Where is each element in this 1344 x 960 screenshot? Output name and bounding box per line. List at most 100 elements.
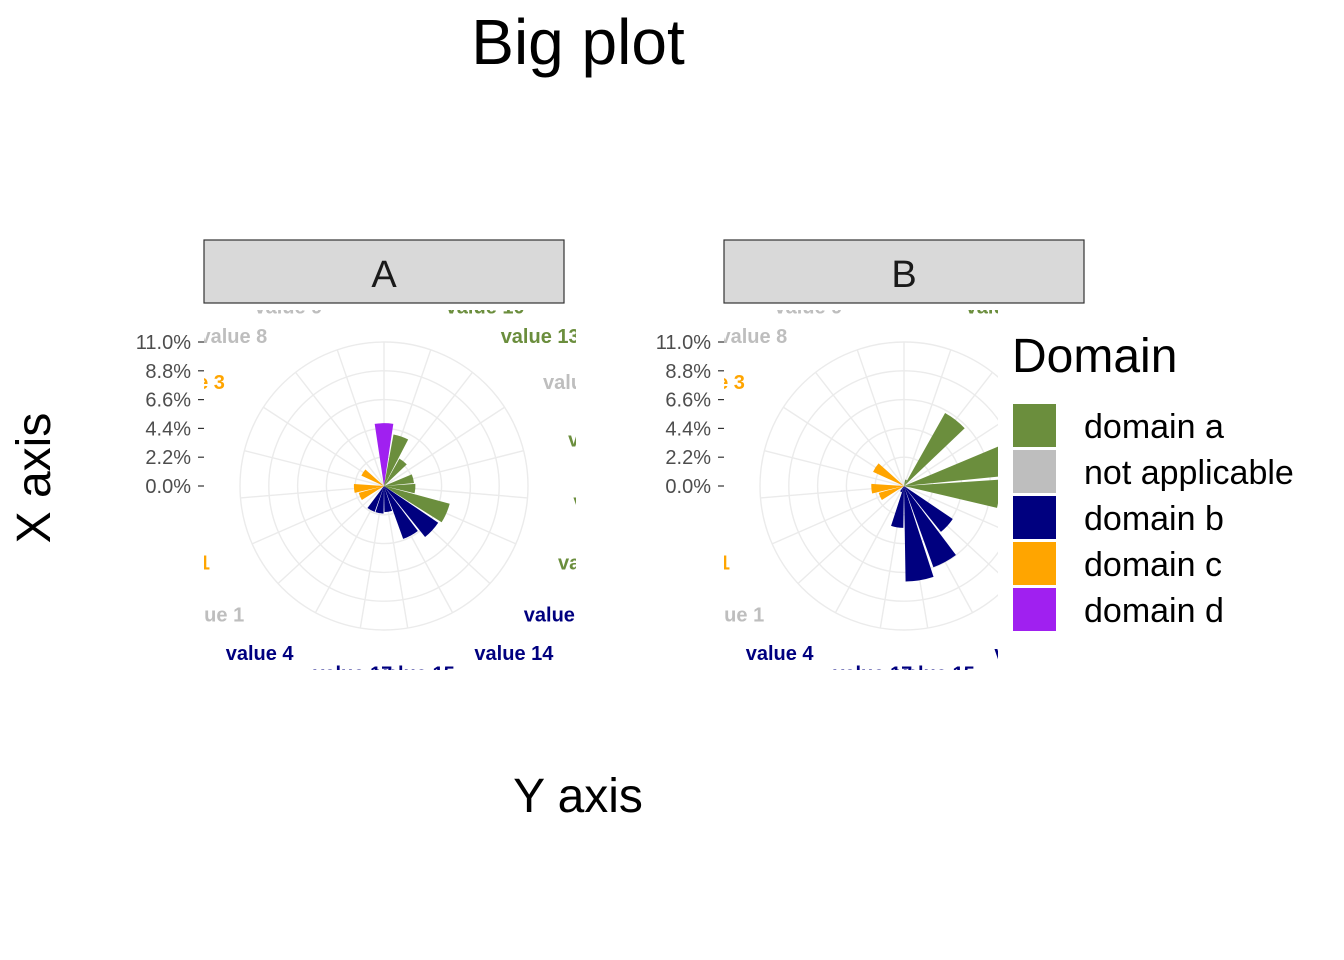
category-label: value 17	[833, 663, 912, 685]
category-label: value 9	[774, 296, 842, 318]
legend-title: Domain	[1012, 330, 1177, 383]
radial-tick-label: 2.2%	[665, 447, 711, 469]
bar-value-11	[358, 486, 384, 500]
category-label: value 15	[896, 663, 975, 685]
bar-value-15	[384, 486, 393, 513]
legend-swatch	[1013, 542, 1056, 585]
grid-spoke	[797, 485, 905, 585]
grid-spoke	[295, 371, 385, 487]
radial-tick-label: 11.0%	[136, 332, 191, 354]
facet-strip	[203, 239, 565, 304]
category-label: value 3	[157, 372, 225, 394]
bar-value-17	[891, 486, 904, 528]
radial-axis-ticks: 0.0% 2.2% 4.4% 6.6% 8.8% 11.0%	[136, 332, 204, 498]
grid-spoke	[815, 371, 905, 487]
grid-spoke	[383, 406, 505, 487]
legend-label: domain b	[1084, 500, 1224, 538]
x-axis-title: Y axis	[513, 770, 643, 823]
category-label: value 4	[746, 643, 815, 665]
bar-value-4	[367, 486, 384, 512]
bar-value-15	[904, 486, 934, 582]
grid-spoke	[336, 349, 385, 487]
category-label: value 1	[696, 605, 764, 627]
legend-label: domain d	[1084, 592, 1224, 630]
radial-tick-label: 6.6%	[665, 390, 711, 412]
bar-value-12	[904, 486, 953, 532]
bar-value-19	[871, 483, 904, 494]
bar-value-4	[900, 486, 904, 493]
facet-strip-label: A	[371, 254, 397, 296]
grid-spoke	[764, 449, 905, 487]
radial-axis-ticks: 0.0%2.2%4.4%6.6%8.8%11.0%	[656, 332, 724, 498]
grid-spoke	[856, 349, 905, 487]
bar-value-6	[384, 483, 416, 494]
category-label: value 9	[254, 296, 322, 318]
grid-spoke	[277, 485, 385, 585]
legend-swatch	[1013, 450, 1056, 493]
facet-a: A 0.0%2.2%4.4%6.6%8.8%11.0% value 16valu…	[132, 239, 641, 685]
bar-value-6	[904, 479, 998, 508]
bar-value-17	[375, 486, 384, 514]
category-label: value 10	[966, 296, 1045, 318]
bar-value-13	[904, 412, 965, 486]
radial-tick-label: 8.8%	[145, 361, 191, 383]
category-label: value 5	[568, 429, 636, 451]
bar-value-14	[904, 486, 956, 568]
bar-value-16	[374, 423, 394, 486]
category-label: value 15	[376, 663, 455, 685]
bar-value-10	[904, 479, 908, 486]
radial-tick-label: 11.0%	[656, 332, 711, 354]
category-label: value 6	[573, 492, 641, 514]
grid-spoke	[834, 485, 905, 613]
category-label: value 4	[226, 643, 295, 665]
bar-value-11	[878, 486, 904, 500]
radial-tick-label: 2.2%	[145, 447, 191, 469]
category-label: value 10	[446, 296, 525, 318]
grid-spoke	[903, 485, 998, 528]
radial-tick-label: 4.4%	[665, 418, 711, 440]
legend-label: domain c	[1084, 546, 1222, 584]
facet-strip-label: B	[891, 254, 916, 296]
category-label: value 1	[176, 605, 244, 627]
grid-spoke	[903, 423, 998, 487]
grid-spoke	[244, 449, 385, 487]
category-label: value 11	[652, 552, 730, 574]
y-axis-title: X axis	[8, 413, 61, 544]
bar-value-3	[873, 463, 904, 486]
legend-label: domain a	[1084, 408, 1224, 446]
category-label: value 8	[719, 326, 787, 348]
category-label: value 11	[132, 552, 210, 574]
legend-swatch	[1013, 588, 1056, 631]
category-label: value 13	[501, 326, 580, 348]
grid-spoke	[903, 349, 952, 487]
bar-value-5	[384, 474, 414, 486]
bar-value-10	[384, 434, 409, 486]
category-label: value 3	[677, 372, 745, 394]
category-label: value 18	[543, 372, 622, 394]
radial-tick-label: 4.4%	[145, 418, 191, 440]
radial-tick-label: 8.8%	[665, 361, 711, 383]
category-label: value 8	[199, 326, 267, 348]
facet-b: B 0.0%2.2%4.4%6.6%8.8%11.0% value 16valu…	[652, 239, 1085, 685]
radial-tick-label: 0.0%	[145, 476, 191, 498]
category-label: value 7	[558, 552, 626, 574]
category-label: value 14	[994, 643, 1074, 665]
radial-tick-label: 6.6%	[145, 390, 191, 412]
bar-value-19	[353, 484, 384, 493]
chart-title: Big plot	[471, 6, 685, 78]
category-label: value 12	[524, 605, 603, 627]
bar-value-5	[904, 446, 998, 486]
legend: Domain domain a not applicable domain b dom…	[1012, 330, 1294, 631]
bar-value-14	[384, 486, 418, 539]
facet-strip	[723, 239, 1085, 304]
legend-swatch	[1013, 496, 1056, 539]
bar-value-12	[384, 486, 439, 537]
bar-value-13	[384, 458, 407, 486]
legend-swatch	[1013, 404, 1056, 447]
category-label: value 17	[313, 663, 392, 685]
category-label: value 14	[474, 643, 554, 665]
legend-label: not applicable	[1084, 454, 1294, 492]
